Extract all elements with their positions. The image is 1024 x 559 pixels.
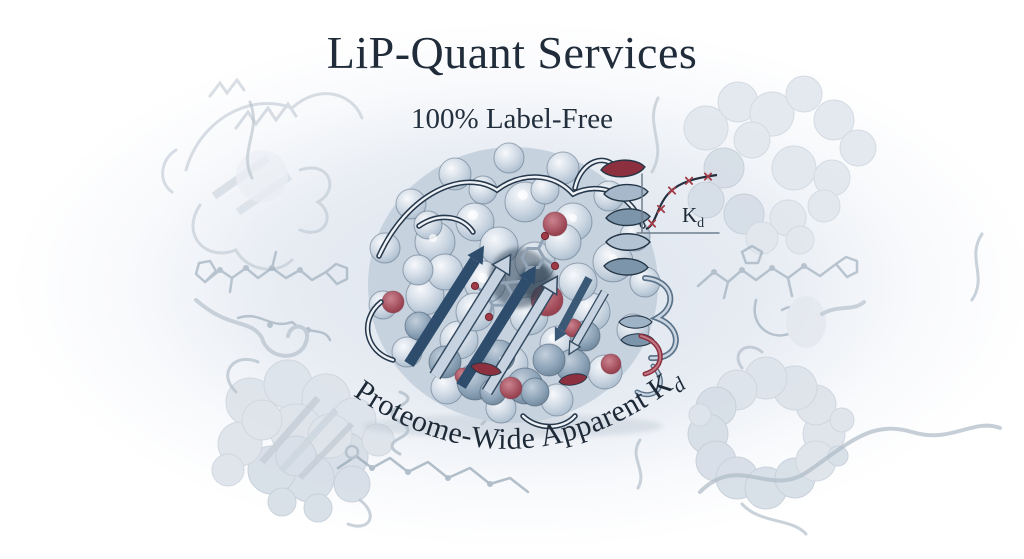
faded-wavy-strand-bottom-right bbox=[698, 423, 1002, 494]
curve-markers bbox=[647, 172, 713, 228]
faded-strand-top-right bbox=[650, 96, 660, 174]
page-subtitle: 100% Label-Free bbox=[410, 103, 614, 135]
page-title: LiP-Quant Services bbox=[326, 27, 698, 78]
binding-curve-icon: Kd bbox=[636, 172, 720, 234]
faded-bead-chain-bottom-icon bbox=[336, 444, 530, 494]
faded-peptide-chain-left-icon bbox=[194, 250, 349, 358]
faded-ribbon-protein-top-left-icon bbox=[161, 77, 364, 271]
faded-ring-protein-bottom-right-icon bbox=[687, 345, 855, 536]
central-protein-illustration bbox=[363, 142, 679, 438]
faded-surface-protein-top-right-icon bbox=[683, 75, 877, 255]
alpha-helices bbox=[470, 159, 679, 398]
protein-shadow bbox=[363, 414, 663, 438]
kd-label: Kd bbox=[682, 203, 704, 231]
faded-strand-right-edge bbox=[970, 232, 984, 302]
kd-chart-axes bbox=[636, 173, 720, 234]
faded-strand-top-left bbox=[246, 100, 255, 180]
faded-peptide-chain-right-icon bbox=[696, 244, 866, 348]
faded-strand-below-caption bbox=[634, 438, 643, 490]
